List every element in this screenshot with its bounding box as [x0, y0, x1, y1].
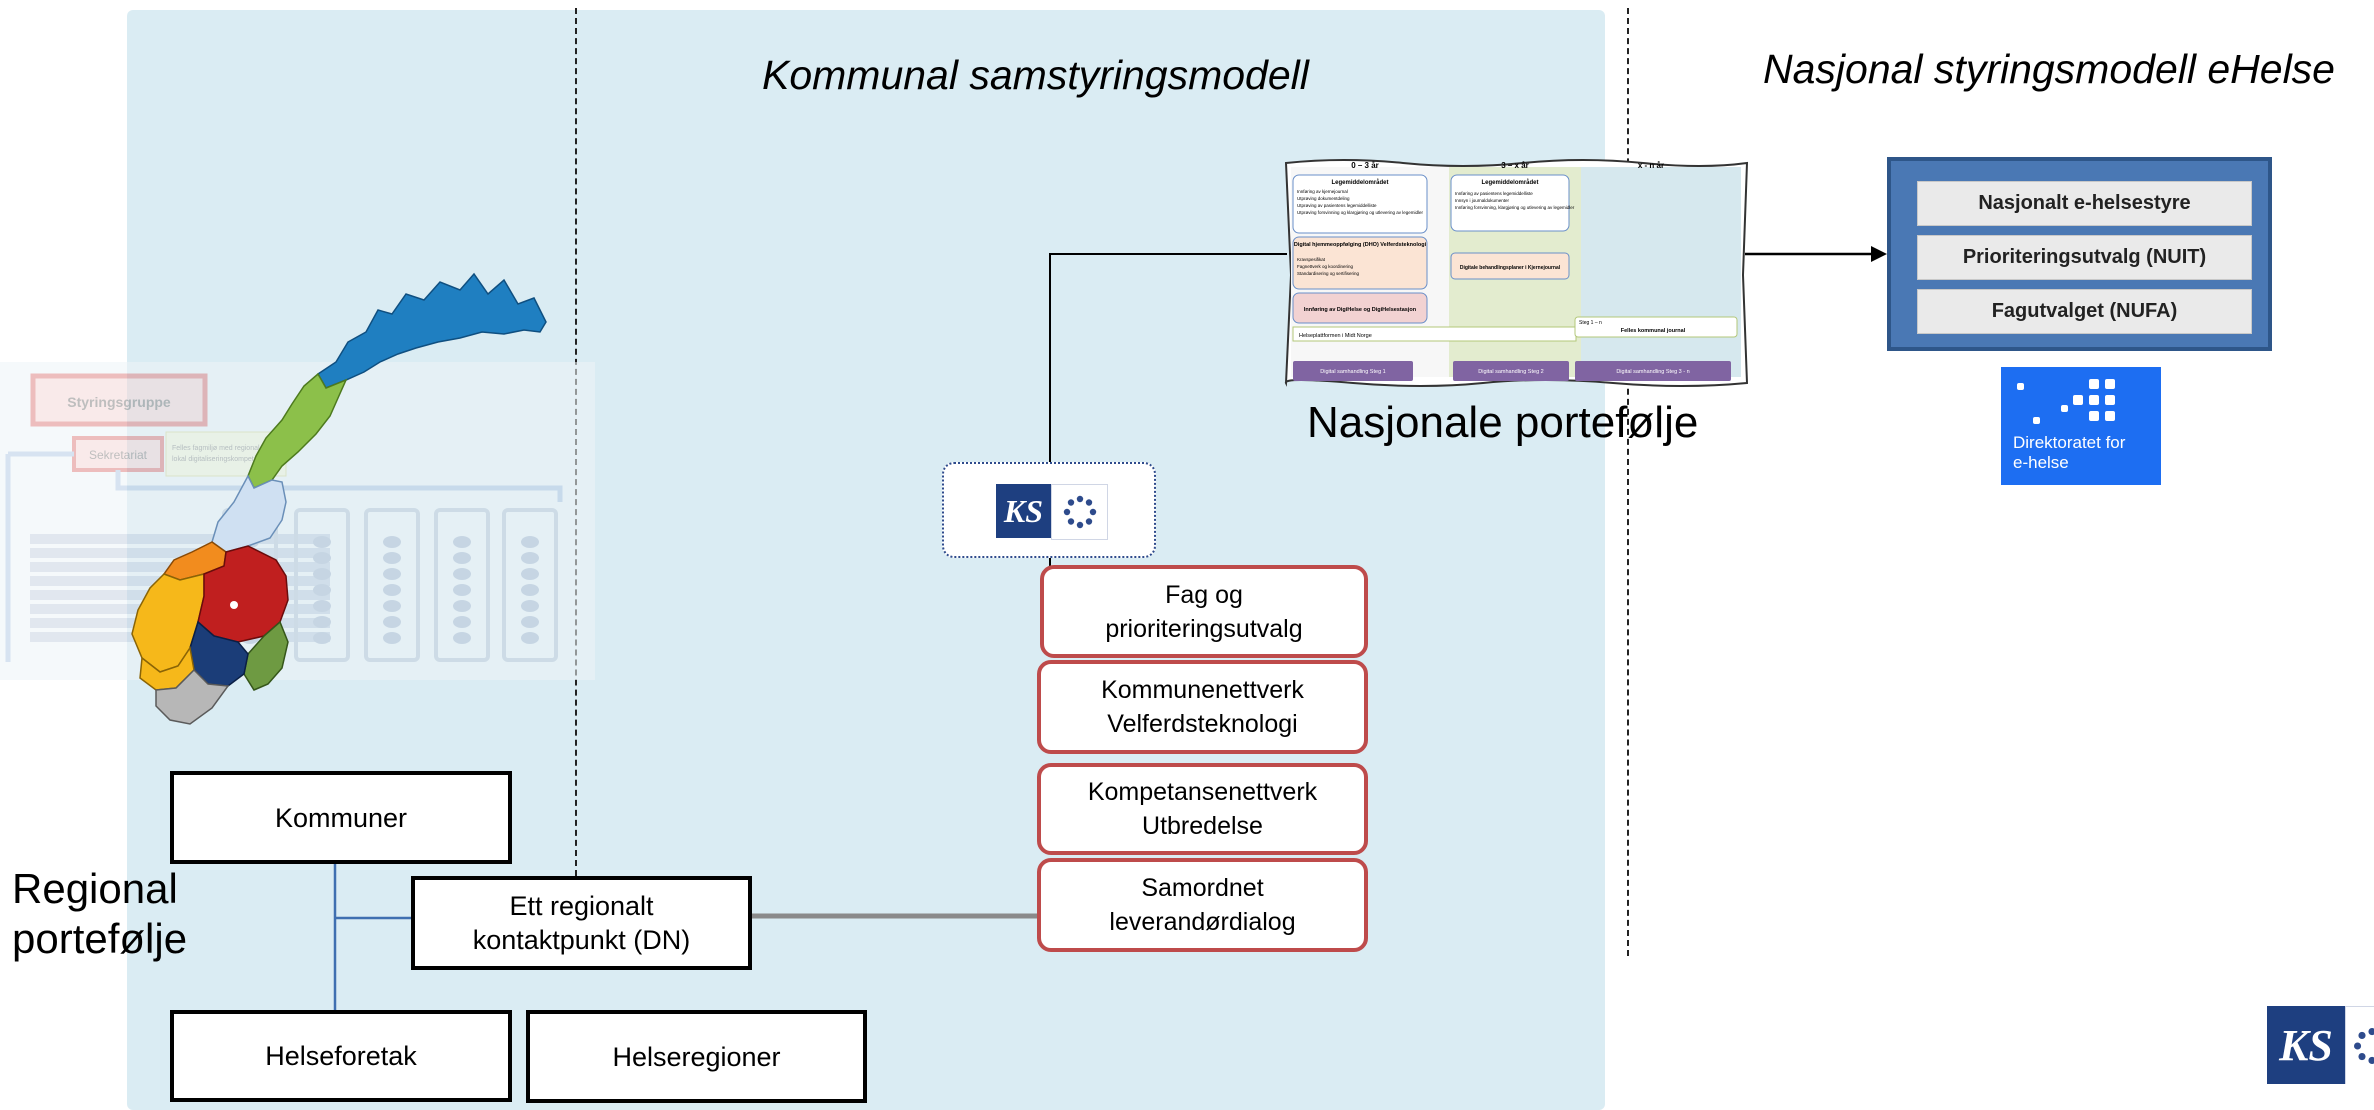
svg-text:Helseplattformen i Midt Norge: Helseplattformen i Midt Norge	[1299, 333, 1372, 339]
svg-text:Sekretariat: Sekretariat	[89, 448, 148, 462]
column-header: 3 – x år	[1501, 161, 1529, 170]
ks-logo: KS	[996, 484, 1051, 538]
direktoratet-logo-line2: e-helse	[2013, 453, 2069, 472]
group-label-line2: leverandørdialog	[1109, 908, 1296, 936]
kontaktpunkt-line2: kontaktpunkt (DN)	[472, 925, 691, 955]
svg-text:Steg 1 – n: Steg 1 – n	[1579, 320, 1602, 326]
svg-text:Digitale behandlingsplaner i K: Digitale behandlingsplaner i Kjernejourn…	[1460, 265, 1561, 271]
svg-text:Fagnettverk og koordinering: Fagnettverk og koordinering	[1297, 264, 1354, 269]
group-fag-og-prioriteringsutvalg: Fag og prioriteringsutvalg	[1040, 565, 1368, 658]
ks-corner-logo: KS	[2267, 1006, 2374, 1084]
regional-portefolje-label: Regional portefølje	[12, 864, 187, 964]
group-label-line1: Kompetansenettverk	[1087, 778, 1318, 806]
group-label-line1: Fag og	[1165, 580, 1243, 609]
separator-national	[1627, 8, 1629, 956]
direktoratet-logo: Direktoratet for e-helse	[2001, 367, 2161, 485]
svg-text:Digital samhandling Steg 3 - n: Digital samhandling Steg 3 - n	[1616, 369, 1689, 375]
box-regionalt-kontaktpunkt: Ett regionalt kontaktpunkt (DN)	[411, 876, 752, 970]
svg-text:Felles kommunal journal: Felles kommunal journal	[1621, 328, 1686, 334]
svg-text:Legemiddelområdet: Legemiddelområdet	[1481, 179, 1538, 186]
ks-logo-card: KS	[942, 462, 1156, 558]
column-header: 0 – 3 år	[1351, 161, 1379, 170]
group-label-line1: Kommunenettverk	[1101, 676, 1304, 704]
norway-map-image	[131, 272, 547, 725]
svg-text:Styringsgruppe: Styringsgruppe	[67, 394, 171, 410]
nasjonale-portefolje-label: Nasjonale portefølje	[1307, 398, 1699, 447]
svg-text:Innføring forsvinning, klargjø: Innføring forsvinning, klargjøring og ut…	[1455, 205, 1575, 210]
svg-text:Standardisering og sertifiseri: Standardisering og sertifisering	[1297, 271, 1360, 276]
svg-text:Innføring av DigiHelse og Digi: Innføring av DigiHelse og DigiHelsestasj…	[1304, 307, 1417, 313]
svg-text:Digital samhandling Steg 1: Digital samhandling Steg 1	[1320, 369, 1385, 375]
group-samordnet-leverandordialog: Samordnet leverandørdialog	[1037, 858, 1368, 952]
group-label-line2: prioriteringsutvalg	[1105, 614, 1303, 643]
svg-text:Digital samhandling Steg 2: Digital samhandling Steg 2	[1478, 369, 1543, 375]
heading-nasjonal: Nasjonal styringsmodell eHelse	[1763, 46, 2335, 92]
prioriteringsutvalg-nuit: Prioriteringsutvalg (NUIT)	[1917, 235, 2252, 280]
svg-text:Innføring av pasientens legemi: Innføring av pasientens legemiddelliste	[1455, 191, 1533, 196]
svg-text:Digital hjemmeoppfølging (DHO): Digital hjemmeoppfølging (DHO) Velferdst…	[1294, 242, 1427, 248]
group-label-line2: Velferdsteknologi	[1107, 710, 1298, 738]
portfolio-roadmap-image: 0 – 3 år 3 – x år x - n år Legemiddelomr…	[1283, 157, 1749, 389]
svg-text:Felles fagmiljø med regional e: Felles fagmiljø med regional eller	[172, 445, 275, 452]
national-governance-box: Nasjonalt e-helsestyre Prioriteringsutva…	[1887, 157, 2272, 351]
direktoratet-logo-line1: Direktoratet for	[2013, 433, 2126, 452]
box-helseforetak: Helseforetak	[170, 1010, 512, 1102]
svg-text:Utprøving av pasientens legemi: Utprøving av pasientens legemiddelliste	[1297, 203, 1377, 208]
svg-text:Kravspesifikat: Kravspesifikat	[1297, 257, 1326, 262]
nasjonalt-e-helsestyre: Nasjonalt e-helsestyre	[1917, 181, 2252, 226]
svg-text:Innsyn i journaldokumenter: Innsyn i journaldokumenter	[1455, 198, 1510, 203]
column-header: x - n år	[1638, 161, 1664, 170]
svg-text:Utprøving forsvinning og klarg: Utprøving forsvinning og klargjøring og …	[1297, 210, 1424, 215]
kontaktpunkt-line1: Ett regionalt	[509, 891, 654, 921]
regional-label-line2: portefølje	[12, 915, 188, 962]
ks-corner-logo-text: KS	[2267, 1006, 2345, 1084]
svg-text:lokal digitaliseringskompetans: lokal digitaliseringskompetanse	[172, 456, 269, 463]
fagutvalget-nufa: Fagutvalget (NUFA)	[1917, 289, 2252, 334]
heading-kommunal: Kommunal samstyringsmodell	[762, 52, 1309, 98]
group-label-line2: Utbredelse	[1142, 812, 1263, 840]
svg-text:Innføring av kjernejournal: Innføring av kjernejournal	[1297, 189, 1348, 194]
svg-text:Legemiddelområdet: Legemiddelområdet	[1331, 179, 1388, 186]
box-helseregioner: Helseregioner	[526, 1010, 867, 1103]
ks-ring-icon	[1051, 484, 1108, 540]
ks-corner-ring-icon	[2345, 1006, 2374, 1084]
box-kommuner: Kommuner	[170, 771, 512, 864]
regional-label-line1: Regional	[12, 865, 178, 912]
group-label-line1: Samordnet	[1141, 874, 1264, 902]
svg-text:Utprøving dokumentdeling: Utprøving dokumentdeling	[1297, 196, 1350, 201]
